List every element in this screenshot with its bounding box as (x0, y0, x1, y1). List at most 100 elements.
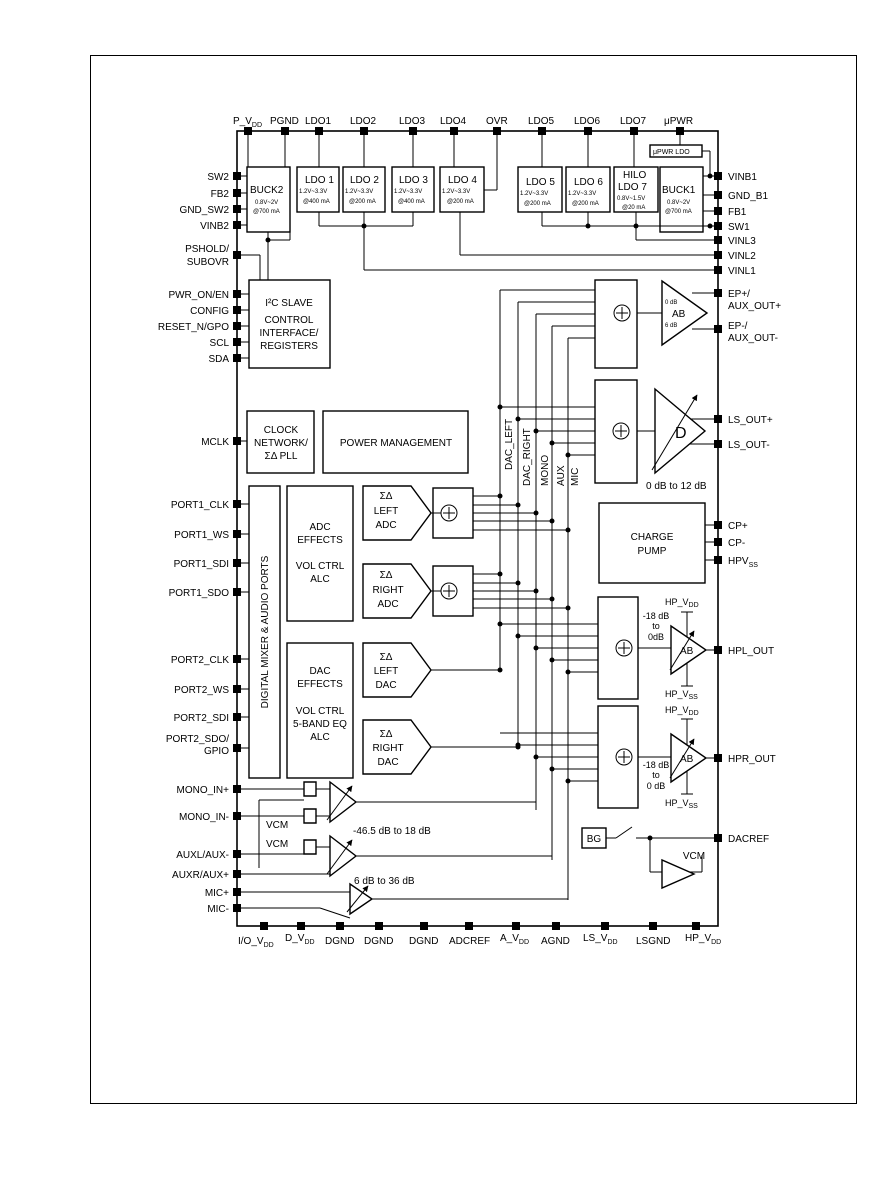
pin-label-port2-clk: PORT2_CLK (171, 655, 230, 666)
dac-effects-line1: DAC (309, 666, 330, 677)
pin-label-mic-p: MIC+ (205, 888, 229, 899)
ldo3-current: @400 mA (398, 199, 425, 205)
hpr-vdd-label: HP_VDD (665, 705, 699, 717)
pin-label-gnd-sw2: GND_SW2 (180, 205, 230, 216)
pin-label-sw1: SW1 (728, 222, 750, 233)
reference-section: BG VCM (581, 826, 718, 890)
top-pin-label: OVR (486, 116, 508, 127)
pin-label-port1-ws: PORT1_WS (174, 530, 229, 541)
mono-in-buffer-1 (303, 781, 317, 797)
ldo3-range: 1.2V~3.3V (394, 189, 422, 195)
bottom-pin-label: AGND (541, 936, 570, 947)
pin-label-aux-out-p: AUX_OUT+ (728, 301, 781, 312)
right-dac-line2: RIGHT (372, 743, 403, 754)
bottom-pin-label: D_VDD (285, 933, 315, 946)
pin-ldo1 (315, 127, 323, 135)
earpiece-amp-section: AB 0 dB 6 dB (500, 279, 718, 369)
clock-line2: NETWORK/ (254, 438, 308, 449)
pin-label-port1-sdo: PORT1_SDO (169, 588, 230, 599)
left-pins: SW2 FB2 GND_SW2 VINB2 PSHOLD/ SUBOVR PWR… (158, 172, 241, 915)
ldo7-range: 0.8V~1.5V (617, 196, 645, 202)
hpr-gain-1: -18 dB (643, 760, 670, 770)
ldo6-range: 1.2V~3.3V (568, 191, 596, 197)
left-dac-line1: ΣΔ (380, 652, 393, 663)
pin-label-scl: SCL (210, 338, 230, 349)
pin-ldo3 (409, 127, 417, 135)
bus-label-dac-right: DAC_RIGHT (522, 428, 533, 486)
digital-section: DIGITAL MIXER & AUDIO PORTS ADC EFFECTS … (237, 485, 571, 779)
right-adc-line3: ADC (377, 599, 398, 610)
hpl-gain-2: to (652, 621, 660, 631)
pin-label-sw2: SW2 (207, 172, 229, 183)
class-d-gain: 0 dB to 12 dB (646, 481, 707, 492)
bottom-pin-label: LS_VDD (583, 933, 618, 946)
ldo5-label: LDO 5 (526, 177, 555, 188)
pin-label-auxl: AUXL/AUX- (176, 850, 229, 861)
pin-label-mono-in-n: MONO_IN- (179, 812, 229, 823)
pin-label-port2-ws: PORT2_WS (174, 685, 229, 696)
i2c-line3: INTERFACE/ (260, 328, 319, 339)
pin-label-fb1: FB1 (728, 207, 747, 218)
i2c-block (248, 279, 331, 369)
vcm-label-2: VCM (266, 839, 288, 850)
ldo3-label: LDO 3 (399, 175, 428, 186)
top-pin-label: μPWR (664, 116, 693, 127)
pin-ldo4 (450, 127, 458, 135)
top-pin-label: LDO2 (350, 116, 377, 127)
regulator-row: BUCK2 0.8V~2V @700 mA LDO 1 1.2V~3.3V @4… (237, 135, 718, 280)
ldo7-label: LDO 7 (618, 182, 647, 193)
clock-line3: ΣΔ PLL (265, 451, 298, 462)
power-management-label: POWER MANAGEMENT (340, 438, 452, 449)
hpl-vdd-label: HP_VDD (665, 597, 699, 609)
top-pin-label: PGND (270, 116, 299, 127)
adc-effects-line3: VOL CTRL (296, 561, 345, 572)
pin-ldo5 (538, 127, 546, 135)
class-d-label: D (675, 425, 687, 442)
pin-label-ls-out-n: LS_OUT- (728, 440, 770, 451)
buck2-block (246, 166, 291, 233)
pin-label-auxr: AUXR/AUX+ (172, 870, 229, 881)
ldo2-current: @200 mA (349, 199, 376, 205)
pin-label-hpr-out: HPR_OUT (728, 754, 776, 765)
pin-label-pwr-on: PWR_ON/EN (168, 290, 229, 301)
dac-effects-block (286, 642, 354, 779)
ldo3-block (391, 166, 435, 213)
pin-label-dacref: DACREF (728, 834, 769, 845)
top-pin-label: LDO6 (574, 116, 601, 127)
top-pin-label: P_VDD (233, 116, 262, 129)
ldo1-range: 1.2V~3.3V (299, 189, 327, 195)
pin-ovr (493, 127, 501, 135)
right-dac-line3: DAC (377, 757, 398, 768)
pin-label-vinl2: VINL2 (728, 251, 756, 262)
hpr-vss-label: HP_VSS (665, 798, 698, 810)
ldo4-range: 1.2V~3.3V (442, 189, 470, 195)
right-pins: VINB1 GND_B1 FB1 SW1 VINL3 VINL2 VINL1 E… (714, 172, 781, 845)
ldo7-current: @20 mA (622, 205, 645, 211)
pin-label-vinl3: VINL3 (728, 236, 756, 247)
ldo6-label: LDO 6 (574, 177, 603, 188)
ldo1-block (296, 166, 340, 213)
ldo7-block (613, 166, 659, 213)
bottom-pin-label: DGND (409, 936, 438, 947)
buck2-current: @700 mA (253, 209, 280, 215)
charge-pump-section: CHARGE PUMP (598, 502, 718, 584)
hpr-amp-label: AB (680, 754, 694, 765)
hpr-gain-2: to (652, 770, 660, 780)
pin-label-mclk: MCLK (201, 437, 229, 448)
pin-label-hpl-out: HPL_OUT (728, 646, 774, 657)
bus-label-mono: MONO (540, 455, 551, 486)
left-dac-line3: DAC (375, 680, 396, 691)
buck1-current: @700 mA (665, 209, 692, 215)
aux-pga (329, 834, 358, 878)
digital-mixer-block (248, 485, 281, 779)
hpr-amp-section: AB HP_VDD HP_VSS -18 dB to 0 dB (500, 705, 718, 810)
hpl-gain-3: 0dB (648, 632, 664, 642)
hpr-gain-3: 0 dB (647, 781, 666, 791)
ldo2-label: LDO 2 (350, 175, 379, 186)
bottom-pin-label: DGND (364, 936, 393, 947)
pin-label-port1-clk: PORT1_CLK (171, 500, 230, 511)
hpl-amp-section: AB HP_VDD HP_VSS -18 dB to 0dB (497, 596, 718, 701)
charge-pump-line2: PUMP (638, 546, 667, 557)
mono-in-buffer-2 (303, 808, 317, 824)
dac-effects-line3: VOL CTRL (296, 706, 345, 717)
